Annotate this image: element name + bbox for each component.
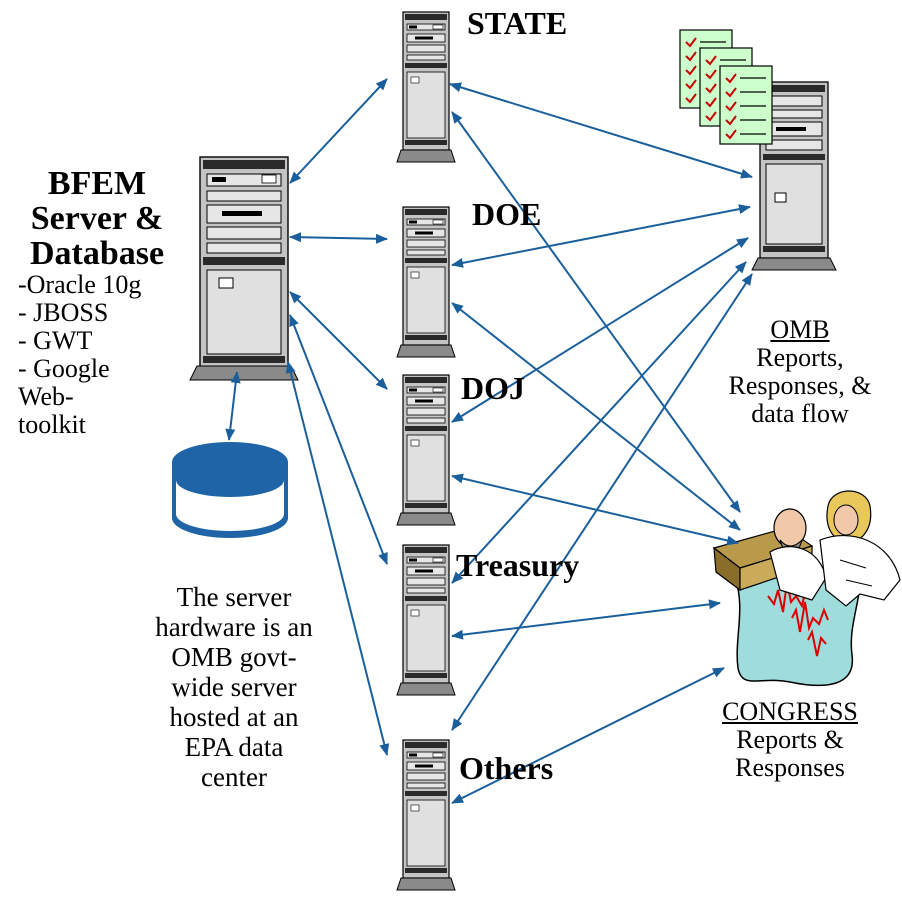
connector-arrows: [225, 78, 753, 804]
omb-title: OMB: [770, 315, 830, 344]
state-server-icon: [396, 11, 456, 163]
doj-server-icon: [396, 374, 456, 526]
bfem-title-line1: BFEM: [47, 165, 147, 202]
others-server-icon: [396, 739, 456, 891]
congress-label: CONGRESS Reports & Responses: [690, 698, 890, 782]
bfem-item-google: - Google: [18, 354, 110, 383]
doe-server-icon: [396, 206, 456, 358]
arrow-bfem-doe: [289, 232, 388, 244]
note-line: hardware is an: [155, 612, 313, 642]
note-line: hosted at an: [169, 702, 299, 732]
arrow-bfem-doj: [289, 291, 388, 390]
arrow-bfem-treasury: [289, 314, 388, 565]
congress-line2: Responses: [735, 753, 845, 782]
arrow-bfem-database: [225, 371, 241, 441]
note-line: OMB govt-: [171, 642, 297, 672]
arrow-doe-congress: [451, 302, 741, 531]
agency-label-others: Others: [459, 750, 554, 786]
note-line: The server: [176, 582, 292, 612]
bfem-item-jboss: - JBOSS: [18, 298, 109, 327]
note-line: center: [201, 762, 267, 792]
bfem-item-oracle: -Oracle 10g: [18, 270, 142, 299]
bfem-title-line3: Database: [29, 235, 165, 272]
note-line: EPA data: [184, 732, 284, 762]
arrow-bfem-others: [285, 361, 390, 756]
agency-label-doj: DOJ: [461, 370, 525, 406]
omb-line1: Reports,: [756, 343, 844, 372]
arrow-treasury-congress: [451, 599, 721, 640]
congress-icon: [712, 490, 901, 687]
congress-line1: Reports &: [736, 725, 844, 754]
omb-line2: Responses, &: [728, 371, 872, 400]
hosting-note: The server hardware is an OMB govt- wide…: [150, 582, 318, 792]
bfem-title-line2: Server &: [30, 200, 164, 237]
bfem-item-web: Web-: [18, 382, 74, 411]
omb-line3: data flow: [751, 399, 849, 428]
congress-title: CONGRESS: [722, 697, 858, 726]
arrow-others-omb: [451, 273, 753, 731]
omb-label: OMB Reports, Responses, & data flow: [700, 316, 900, 428]
bfem-server-icon: [189, 156, 299, 381]
arrow-state-congress: [451, 111, 741, 513]
agency-label-treasury: Treasury: [456, 547, 580, 583]
bfem-item-toolkit: toolkit: [18, 410, 86, 439]
arrow-bfem-state: [289, 78, 388, 184]
agency-label-doe: DOE: [472, 196, 542, 232]
arrow-others-congress: [451, 667, 725, 804]
note-line: wide server: [171, 672, 297, 702]
reports-stack-icon: [679, 29, 773, 145]
database-icon: [172, 442, 288, 538]
bfem-item-gwt: - GWT: [18, 326, 93, 355]
agency-label-state: STATE: [467, 5, 568, 41]
treasury-server-icon: [396, 544, 456, 696]
arrow-doj-congress: [451, 473, 739, 546]
bfem-title: BFEM Server & Database: [12, 166, 182, 271]
